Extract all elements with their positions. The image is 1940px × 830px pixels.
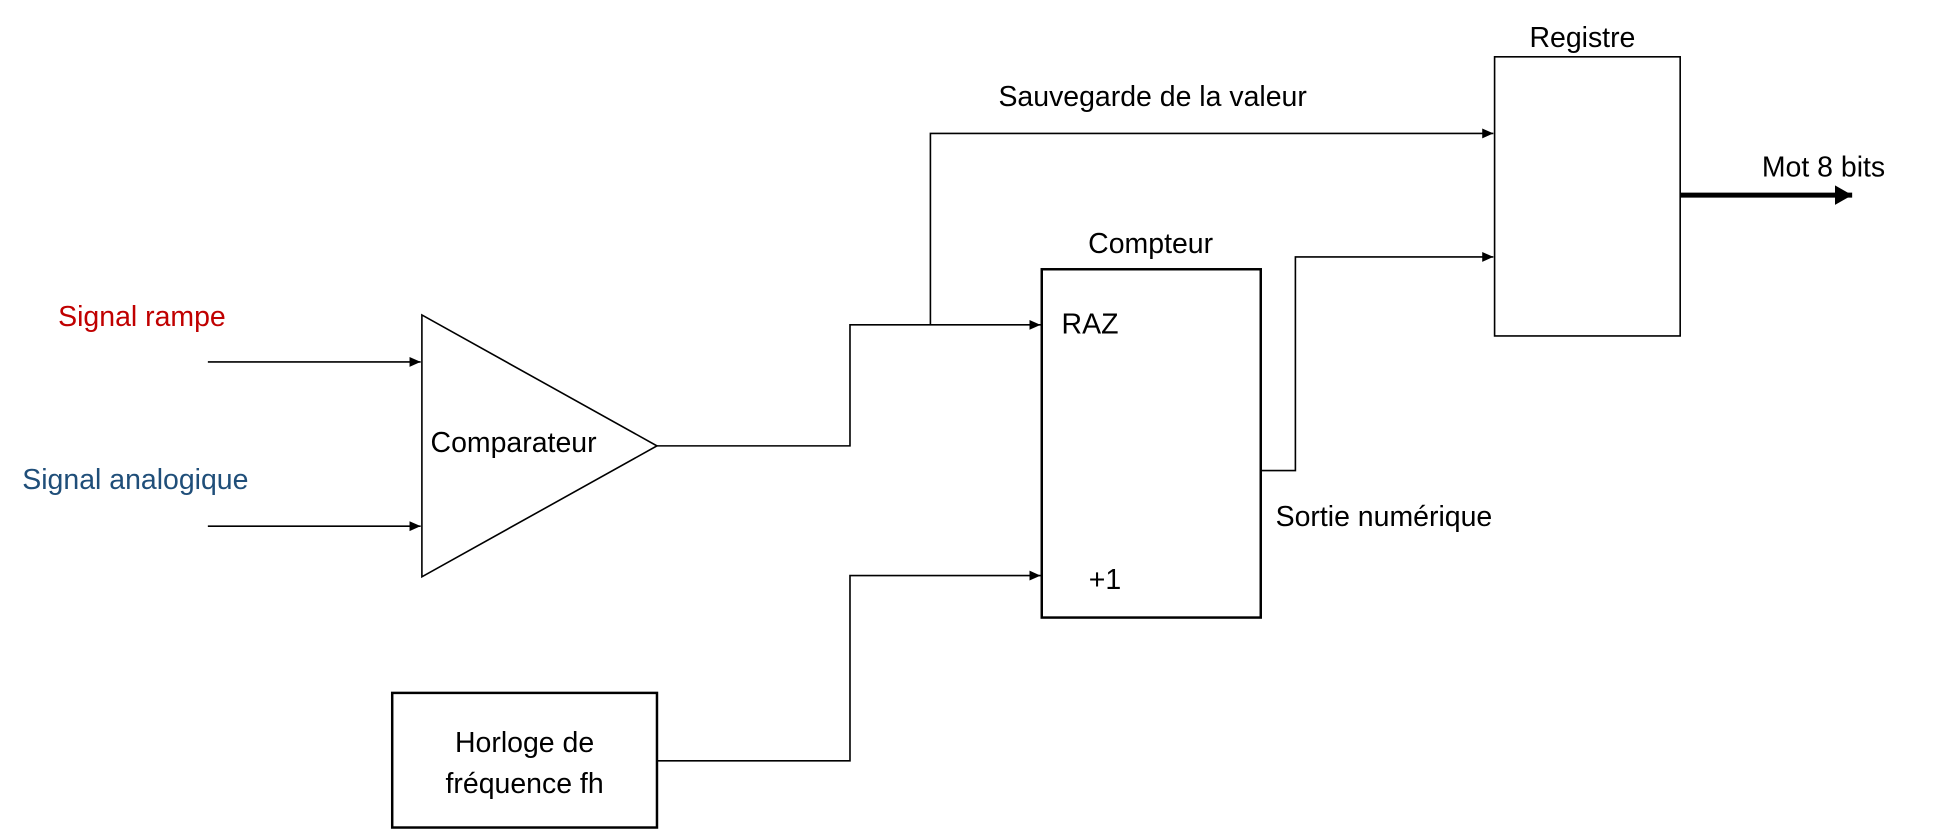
digital-output-wire (1260, 251, 1494, 472)
signal-ramp-label: Signal rampe (58, 301, 226, 333)
counter-block (1040, 268, 1262, 619)
counter-reset-label: RAZ (1062, 309, 1119, 341)
register-block (1493, 56, 1681, 337)
clock-to-counter-wire (656, 570, 1041, 762)
comparator-to-raz-wire (656, 319, 1041, 447)
counter-title: Compteur (1088, 228, 1213, 260)
comparator-label: Comparateur (431, 427, 597, 459)
save-value-wire (929, 128, 1494, 325)
comparator-triangle (421, 313, 659, 579)
clock-block (390, 691, 659, 829)
counter-increment-label: +1 (1089, 564, 1121, 596)
register-title: Registre (1529, 22, 1635, 54)
save-value-label: Sauvegarde de la valeur (998, 81, 1306, 113)
output-word-label: Mot 8 bits (1762, 152, 1885, 184)
clock-label-line2: fréquence fh (446, 768, 604, 800)
clock-label-line1: Horloge de (455, 727, 594, 759)
digital-output-label: Sortie numérique (1276, 501, 1493, 533)
signal-analog-label: Signal analogique (22, 464, 248, 496)
